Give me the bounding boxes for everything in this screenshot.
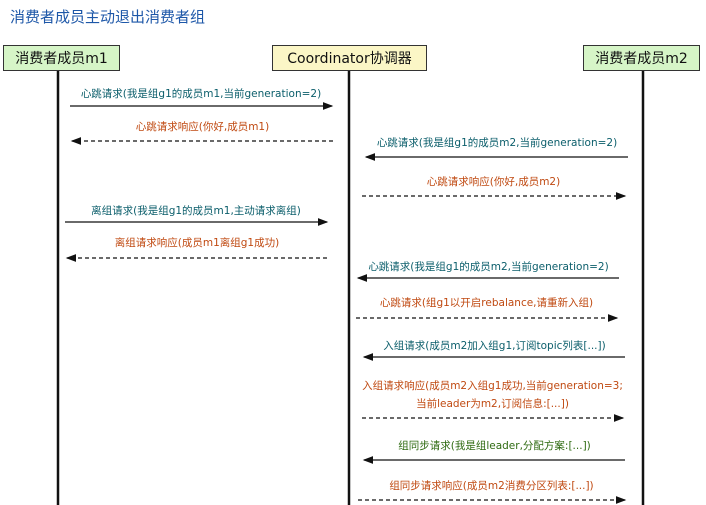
message-label-10-line-2: 当前leader为m2,订阅信息:[...]) xyxy=(416,397,569,410)
message-label-3: 心跳请求(我是组g1的成员m2,当前generation=2) xyxy=(377,136,617,149)
diagram-title: 消费者成员主动退出消费者组 xyxy=(10,8,206,26)
message-label-6: 离组请求响应(成员m1离组g1成功) xyxy=(115,236,279,249)
message-label-1: 心跳请求(我是组g1的成员m1,当前generation=2) xyxy=(81,87,321,100)
message-label-12: 组同步请求响应(成员m2消费分区列表:[...]) xyxy=(389,479,593,492)
message-label-10-line-1: 入组请求响应(成员m2入组g1成功,当前generation=3; xyxy=(362,379,623,392)
message-label-9: 入组请求(成员m2加入组g1,订阅topic列表[...]) xyxy=(383,339,605,352)
message-label-5: 离组请求(我是组g1的成员m1,主动请求离组) xyxy=(91,204,301,217)
message-label-7: 心跳请求(我是组g1的成员m2,当前generation=2) xyxy=(368,260,608,273)
actor-coordinator: Coordinator协调器 xyxy=(272,45,427,71)
message-label-11: 组同步请求(我是组leader,分配方案:[...]) xyxy=(398,439,591,452)
message-label-8: 心跳请求(组g1以开启rebalance,请重新入组) xyxy=(380,296,593,309)
message-label-2: 心跳请求响应(你好,成员m1) xyxy=(136,120,269,133)
message-label-4: 心跳请求响应(你好,成员m2) xyxy=(427,175,560,188)
actor-consumer-m2: 消费者成员m2 xyxy=(583,45,700,71)
actor-consumer-m1: 消费者成员m1 xyxy=(3,45,120,71)
